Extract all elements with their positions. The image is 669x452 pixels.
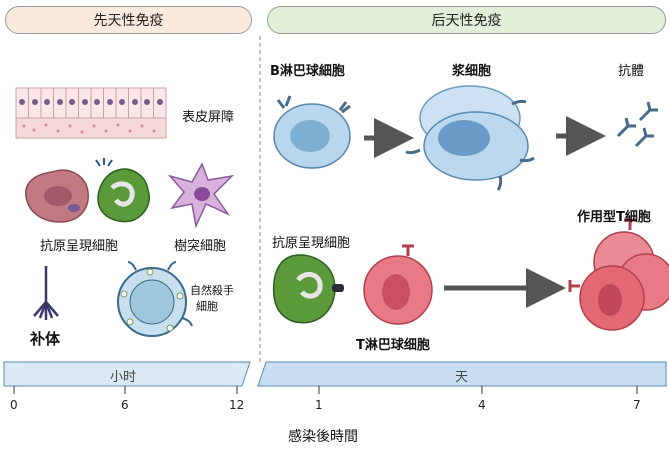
innate-immunity-header: 先天性免疫	[5, 6, 252, 34]
t-cell-label: T淋巴球细胞	[356, 338, 430, 353]
phagocyte-illustration	[95, 158, 150, 223]
tick-label-1: 1	[315, 398, 323, 412]
epithelial-barrier-illustration	[15, 87, 167, 139]
antibody-illustration	[616, 101, 658, 148]
timeline-ticks	[13, 386, 638, 394]
complement-label: 补体	[30, 330, 61, 348]
effector-t-cell-illustration	[568, 218, 669, 331]
effector-t-cell-label: 作用型T細胞	[577, 210, 651, 225]
macrophage-illustration	[25, 169, 89, 223]
days-label: 天	[455, 370, 469, 385]
antigen-presenting-cell-label: 抗原呈現細胞	[40, 239, 119, 254]
plasma-cell-illustration	[405, 85, 535, 191]
tick-label-6: 6	[121, 398, 129, 412]
tick-label-0: 0	[10, 398, 18, 412]
b-cell-label: B淋巴球細胞	[270, 64, 345, 79]
apc-green-illustration	[272, 254, 344, 324]
nk-cell-label-line2: 細胞	[196, 300, 218, 313]
epithelial-barrier-label: 表皮屏障	[182, 110, 235, 125]
tick-label-7: 7	[633, 398, 641, 412]
dendritic-cell-label: 樹突細胞	[174, 239, 227, 254]
complement-illustration	[33, 266, 59, 320]
b-cell-illustration	[273, 95, 351, 169]
adaptive-immunity-title: 后天性免疫	[431, 13, 502, 29]
adaptive-immunity-header: 后天性免疫	[267, 6, 666, 34]
hours-timeline-bar	[3, 361, 251, 387]
t-cell-illustration	[363, 244, 433, 325]
innate-immunity-title: 先天性免疫	[93, 13, 164, 29]
plasma-cell-label: 浆细胞	[452, 64, 492, 79]
antibody-label: 抗體	[618, 64, 645, 79]
dendritic-cell-illustration	[167, 162, 235, 229]
apc-label: 抗原呈現細胞	[272, 236, 351, 251]
hours-label: 小时	[110, 370, 137, 385]
tick-label-12: 12	[229, 398, 245, 412]
axis-title: 感染後時間	[288, 429, 358, 445]
tick-label-4: 4	[478, 398, 486, 412]
nk-cell-label-line1: 自然殺手	[190, 284, 234, 297]
natural-killer-cell-illustration	[117, 261, 193, 337]
days-timeline-bar	[257, 361, 667, 387]
